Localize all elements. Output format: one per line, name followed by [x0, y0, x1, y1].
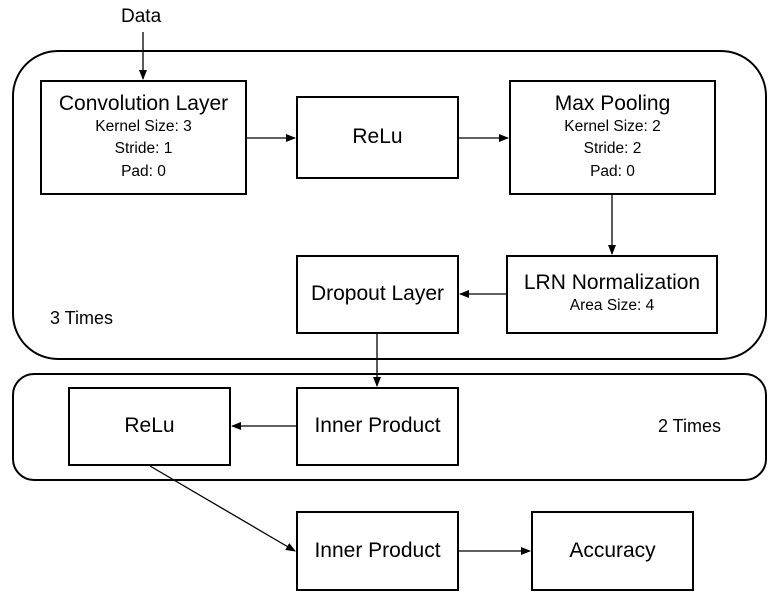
input-label: Data — [121, 6, 162, 27]
node-title: ReLu — [124, 414, 175, 438]
node-title: Accuracy — [569, 538, 656, 562]
node-title: Inner Product — [314, 414, 441, 438]
repeat-count-label-conv: 3 Times — [50, 308, 114, 328]
node-param-area: Area Size: 4 — [569, 297, 655, 315]
node-title: Inner Product — [314, 538, 441, 562]
relu-node: ReLu — [296, 96, 459, 179]
repeat-group-fc — [12, 373, 767, 481]
inner-product-output-node: Inner Product — [296, 511, 459, 591]
node-param-pad: Pad: 0 — [121, 162, 166, 180]
node-param-pad: Pad: 0 — [590, 162, 635, 180]
repeat-group-conv — [12, 50, 767, 360]
node-title: Max Pooling — [554, 91, 671, 115]
node-title: Convolution Layer — [58, 91, 229, 115]
node-title: LRN Normalization — [523, 271, 701, 295]
convolution-layer-node: Convolution Layer Kernel Size: 3 Stride:… — [40, 80, 247, 195]
node-title: Dropout Layer — [310, 282, 445, 306]
repeat-count-label-fc: 2 Times — [658, 416, 722, 436]
relu-node-fc: ReLu — [68, 387, 231, 466]
node-param-kernel: Kernel Size: 2 — [564, 117, 661, 135]
node-param-stride: Stride: 1 — [114, 140, 173, 158]
inner-product-node: Inner Product — [296, 387, 459, 466]
dropout-layer-node: Dropout Layer — [296, 255, 459, 334]
node-param-stride: Stride: 2 — [583, 140, 642, 158]
accuracy-node: Accuracy — [531, 511, 694, 591]
node-title: ReLu — [352, 125, 403, 149]
lrn-normalization-node: LRN Normalization Area Size: 4 — [506, 255, 718, 334]
max-pooling-node: Max Pooling Kernel Size: 2 Stride: 2 Pad… — [509, 80, 716, 195]
node-param-kernel: Kernel Size: 3 — [95, 117, 192, 135]
